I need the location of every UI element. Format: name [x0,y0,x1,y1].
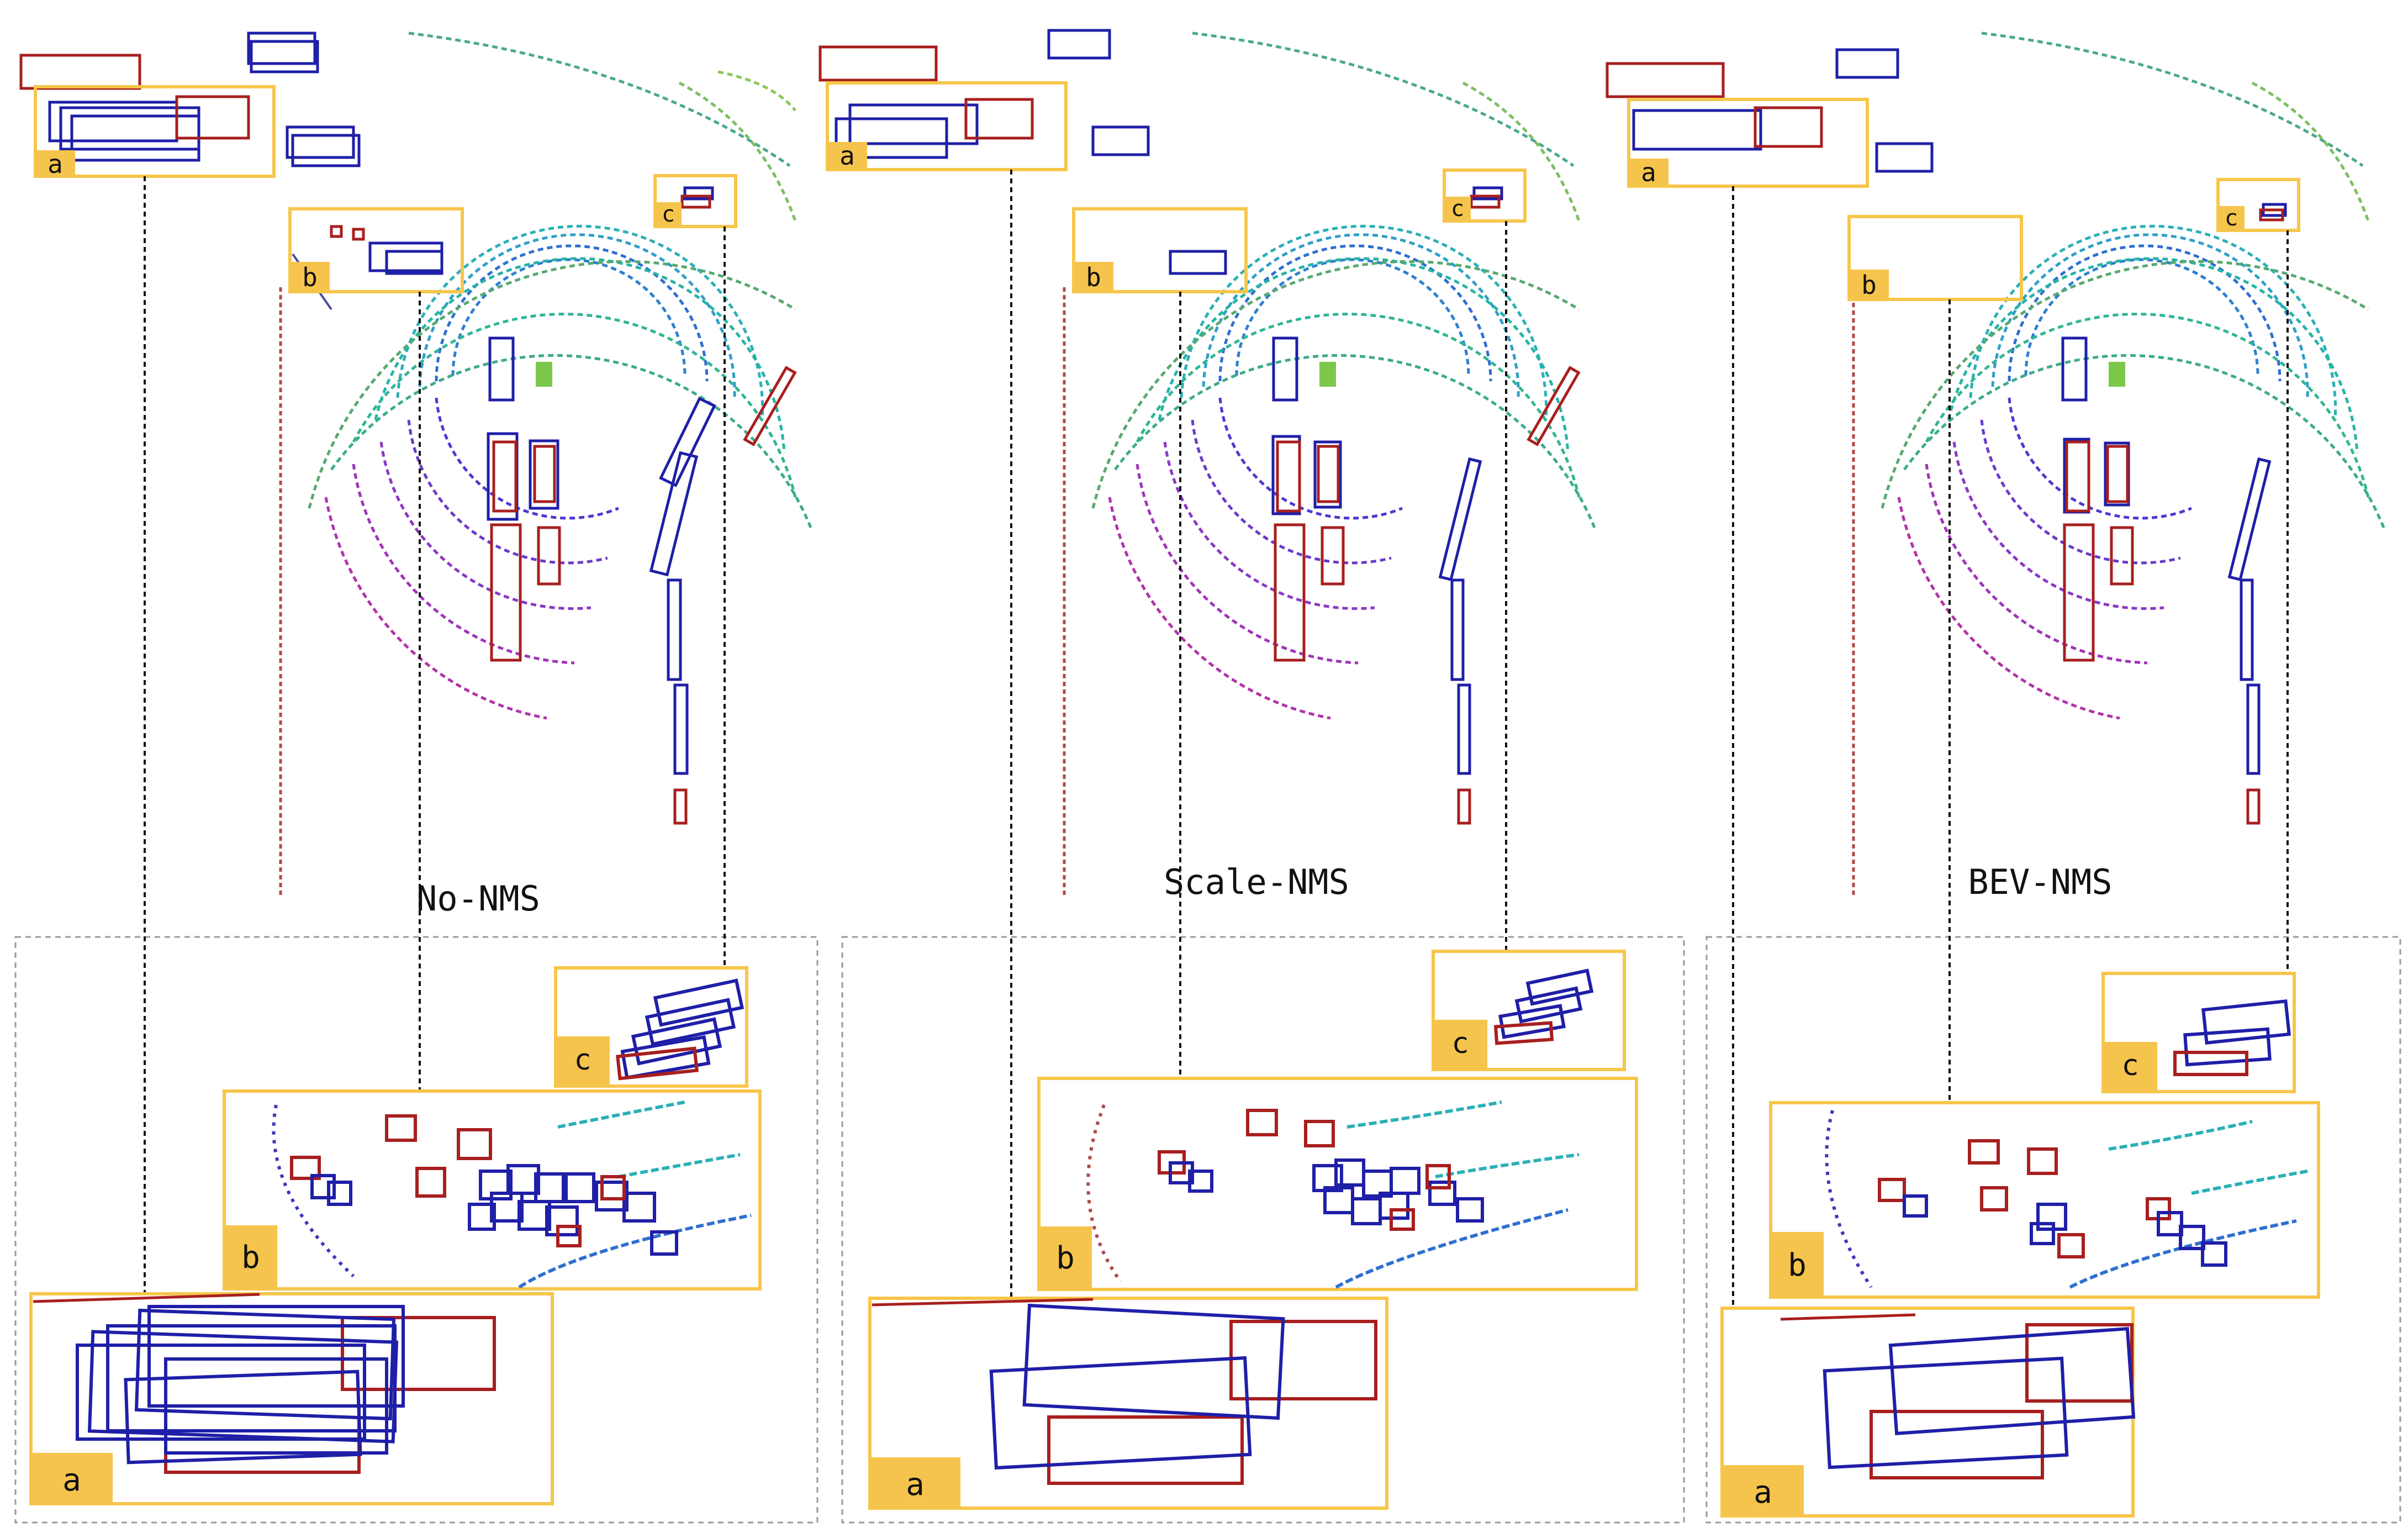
zoom-view-c: c [1432,950,1626,1071]
zoom-a-label: a [62,1462,81,1498]
zoom-view-a: a [1720,1307,2136,1518]
scene-badge-a-label: a [1641,157,1656,187]
method-caption: Scale-NMS [1164,862,1349,902]
zoom-area-frame [14,936,818,1524]
lidar-point-cloud [1091,31,1597,720]
scene-badge-b-label: b [1861,270,1877,300]
panel-scale-nms: a b c Scale-NMS c [818,29,1685,1524]
zoom-view-c: c [2101,972,2296,1093]
zoom-a-label: a [906,1467,925,1503]
zoom-area-frame [1705,936,2401,1524]
lidar-point-cloud [1881,31,2386,720]
method-caption: BEV-NMS [1968,862,2112,902]
scene-badge-a: a [1629,157,1668,187]
zoom-view-a: a [868,1297,1388,1510]
scene-badge-a: a [827,141,867,171]
scene-badge-a-label: a [47,149,63,179]
zoom-view-a: a [29,1292,554,1505]
ego-vehicle [1319,362,1336,387]
zoom-c-label: c [2121,1049,2138,1082]
zoom-b-label: b [1056,1240,1075,1276]
panel-bev-nms: a b c BEV-NMS c [1606,31,2401,1524]
zoom-view-b: b [1769,1101,2320,1299]
zoom-view-b: b [223,1089,762,1291]
zoom-view-b: b [1037,1077,1638,1291]
connector-lines [1732,186,2289,1308]
panel-no-nms: a b c No-NMS [14,31,818,1524]
scene-badge-b: b [1074,262,1113,292]
zoom-c-label: c [1451,1027,1469,1060]
zoom-view-c: c [554,966,748,1088]
scene-badge-a-label: a [839,141,855,171]
connector-lines [1010,170,1507,1298]
scene-badge-c-label: c [1451,196,1464,222]
scene-badge-b-label: b [1086,262,1101,292]
scene-highlight-frames [826,81,1527,293]
zoom-c-label: c [574,1044,591,1077]
zoom-b-label: b [1788,1247,1807,1283]
zoom-b-label: b [241,1240,260,1276]
ego-vehicle [2109,362,2125,387]
scene-badge-a: a [35,149,75,179]
scene-badge-b-label: b [302,262,318,292]
scene-highlight-frames [34,85,737,293]
scene-badge-b: b [290,262,330,292]
ego-vehicle [536,362,552,387]
zoom-a-label: a [1754,1474,1772,1510]
zoom-area-frame [841,936,1685,1524]
scene-badge-b: b [1849,270,1889,300]
scene-badge-c: c [2218,206,2245,231]
lidar-point-cloud [308,31,814,720]
scene-boxes [19,31,797,825]
scene-boxes [818,29,1581,825]
scene-badge-c-label: c [662,202,675,227]
scene-boxes [1606,48,2287,825]
scene-badge-c: c [655,202,682,227]
connector-lines [144,176,726,1294]
scene-badge-c-label: c [2225,206,2238,231]
scene-highlight-frames [1627,98,2300,301]
method-caption: No-NMS [416,878,540,919]
scene-badge-c: c [1444,196,1471,222]
